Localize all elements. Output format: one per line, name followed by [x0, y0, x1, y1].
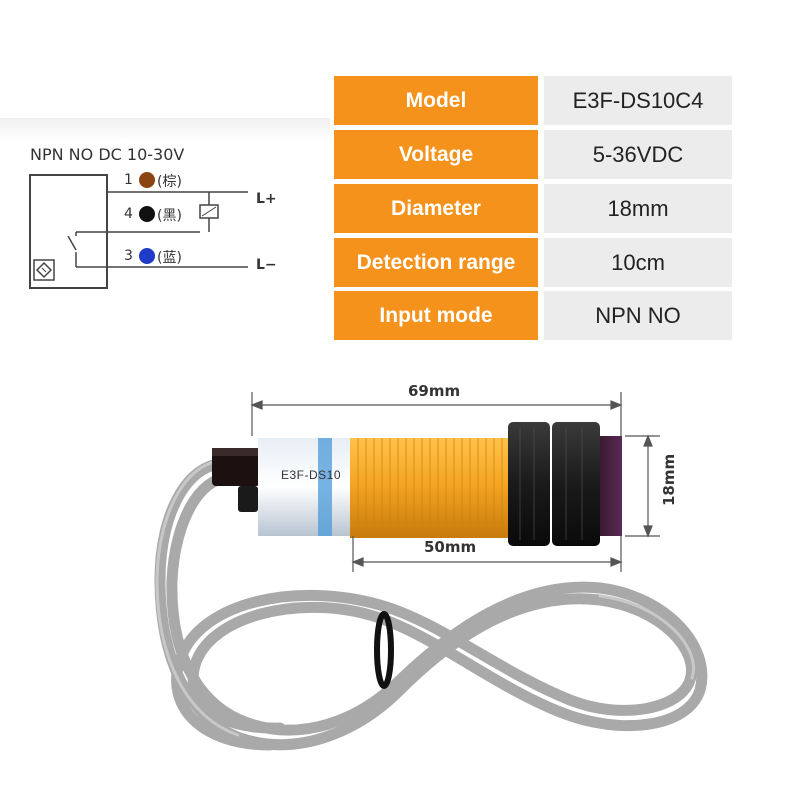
lock-nut-2 — [552, 422, 600, 546]
spec-label: Detection range — [334, 238, 538, 287]
wiring-schematic — [29, 172, 248, 289]
dimension-diameter: 18mm — [660, 453, 678, 506]
spec-value: 18mm — [544, 184, 732, 233]
pin-1-color: (棕) — [157, 174, 182, 190]
blue-wire-dot — [139, 248, 155, 264]
sensor-model-print: E3F-DS10 — [281, 468, 342, 482]
spec-label: Input mode — [334, 291, 538, 340]
dimension-lines — [250, 392, 660, 572]
terminal-negative: L− — [256, 257, 277, 273]
sensor-symbol-icon — [33, 259, 55, 281]
spec-row-detection-range: Detection range 10cm — [334, 238, 732, 287]
sensor-indicator — [238, 486, 258, 512]
black-wire-dot — [139, 206, 155, 222]
sensor-label-band — [258, 438, 350, 536]
thread-lines — [357, 438, 503, 538]
spec-row-voltage: Voltage 5-36VDC — [334, 130, 732, 179]
spec-value: NPN NO — [544, 291, 732, 340]
cable-gland — [212, 448, 260, 486]
dimension-total-length: 69mm — [408, 382, 461, 400]
spec-value: 10cm — [544, 238, 732, 287]
sensor-lens — [600, 436, 622, 536]
pin-1-number: 1 — [124, 172, 133, 188]
spec-row-diameter: Diameter 18mm — [334, 184, 732, 233]
switch-icon — [67, 232, 107, 268]
wiring-title: NPN NO DC 10-30V — [30, 145, 185, 164]
spec-label: Voltage — [334, 130, 538, 179]
terminal-positive: L+ — [256, 191, 277, 207]
spec-label: Diameter — [334, 184, 538, 233]
pin-4-color: (黑) — [157, 208, 182, 224]
product-photo: E3F-DS10 69mm 50mm 18mm — [0, 360, 800, 800]
spec-value: 5-36VDC — [544, 130, 732, 179]
pin-4-number: 4 — [124, 206, 133, 222]
diagram-shadow — [0, 118, 330, 140]
sensor-illustration — [154, 392, 708, 751]
brown-wire-dot — [139, 172, 155, 188]
pin-3-number: 3 — [124, 248, 133, 264]
spec-row-model: Model E3F-DS10C4 — [334, 76, 732, 125]
cable-tie — [374, 611, 394, 689]
spec-label: Model — [334, 76, 538, 125]
lock-nut-1 — [508, 422, 550, 546]
spec-row-input-mode: Input mode NPN NO — [334, 291, 732, 340]
spec-value: E3F-DS10C4 — [544, 76, 732, 125]
pin-3-color: (蓝) — [157, 250, 182, 266]
relay-load-icon — [199, 192, 219, 232]
cable-highlight — [155, 459, 695, 737]
dimension-thread-length: 50mm — [424, 538, 477, 556]
wiring-diagram: NPN NO DC 10-30V — [0, 0, 330, 330]
